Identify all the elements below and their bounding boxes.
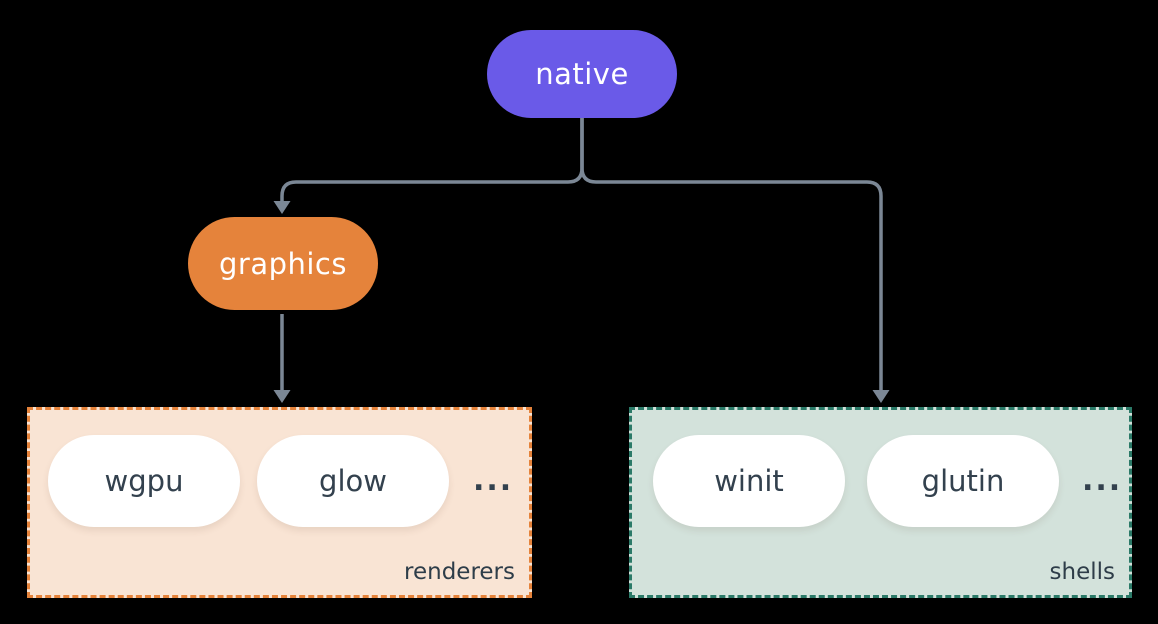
renderers-group-label: renderers [404, 559, 515, 585]
group-renderers: wgpu glow ... renderers [27, 407, 532, 598]
node-graphics: graphics [188, 217, 378, 310]
edge-native-shells [580, 118, 883, 390]
group-shells: winit glutin ... shells [629, 407, 1132, 598]
node-wgpu: wgpu [48, 435, 240, 527]
shells-ellipsis: ... [1082, 463, 1123, 498]
node-glutin: glutin [867, 435, 1059, 527]
arrowhead-renderers [273, 390, 291, 403]
shells-group-label: shells [1049, 559, 1115, 585]
node-winit: winit [653, 435, 845, 527]
arrowhead-graphics [273, 201, 291, 214]
renderers-ellipsis: ... [473, 463, 514, 498]
node-native: native [487, 30, 677, 118]
arrowhead-shells [872, 390, 890, 403]
node-glow: glow [257, 435, 449, 527]
edge-native-graphics [280, 118, 584, 201]
